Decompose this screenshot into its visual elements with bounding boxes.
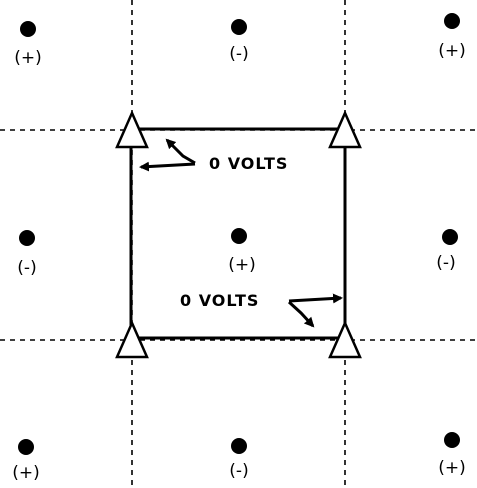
charge-label-tr: (+) <box>438 41 466 61</box>
charge-label-mm: (+) <box>228 255 256 275</box>
triangle-marker-top-left <box>115 109 149 149</box>
triangle-marker-top-right <box>328 109 362 149</box>
charge-dot-bm <box>231 438 247 454</box>
lower-arrow-to-corner <box>287 300 315 328</box>
charge-dot-mr <box>442 229 458 245</box>
charge-label-br: (+) <box>438 458 466 478</box>
unit-cell-square <box>129 127 347 340</box>
charge-dot-mm <box>231 228 247 244</box>
charge-dot-tr <box>444 13 460 29</box>
lower-arrow-to-edge <box>288 293 343 304</box>
charge-label-ml: (-) <box>17 258 36 278</box>
charge-label-tl: (+) <box>14 48 42 68</box>
upper-arrow-to-corner <box>165 138 196 165</box>
charge-dot-bl <box>18 439 34 455</box>
charge-dot-br <box>444 432 460 448</box>
triangle-marker-bottom-right <box>328 319 362 359</box>
upper-arrow-to-edge <box>139 161 196 172</box>
charge-label-tm: (-) <box>229 44 248 64</box>
triangle-marker-bottom-left <box>115 319 149 359</box>
charge-dot-tm <box>231 19 247 35</box>
charge-label-mr: (-) <box>436 253 455 273</box>
lower-zero-volts-label: 0 VOLTS <box>180 291 259 310</box>
charge-dot-ml <box>19 230 35 246</box>
charge-label-bm: (-) <box>229 461 248 481</box>
charge-dot-tl <box>20 21 36 37</box>
charge-label-bl: (+) <box>12 463 40 483</box>
upper-zero-volts-label: 0 VOLTS <box>209 154 288 173</box>
